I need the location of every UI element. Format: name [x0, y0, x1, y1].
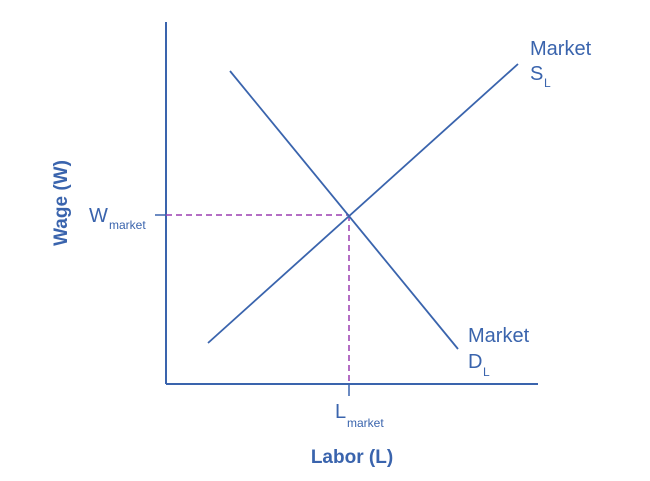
supply-label-market: Market — [530, 38, 592, 60]
supply-label-subscript: L — [544, 76, 551, 90]
y-axis-title: Wage (W) — [51, 160, 72, 246]
demand-curve — [229, 70, 459, 350]
demand-label-market: Market — [468, 325, 530, 347]
wage-market-subscript: market — [109, 218, 146, 232]
supply-curve — [207, 63, 519, 344]
labor-market-subscript: market — [347, 416, 384, 430]
demand-label-symbol: D — [468, 351, 482, 373]
x-axis-title: Labor (L) — [311, 447, 393, 468]
wage-market-label: W — [89, 205, 108, 227]
labor-market-label: L — [335, 401, 346, 423]
supply-label-symbol: S — [530, 63, 543, 85]
demand-label-subscript: L — [483, 365, 490, 379]
